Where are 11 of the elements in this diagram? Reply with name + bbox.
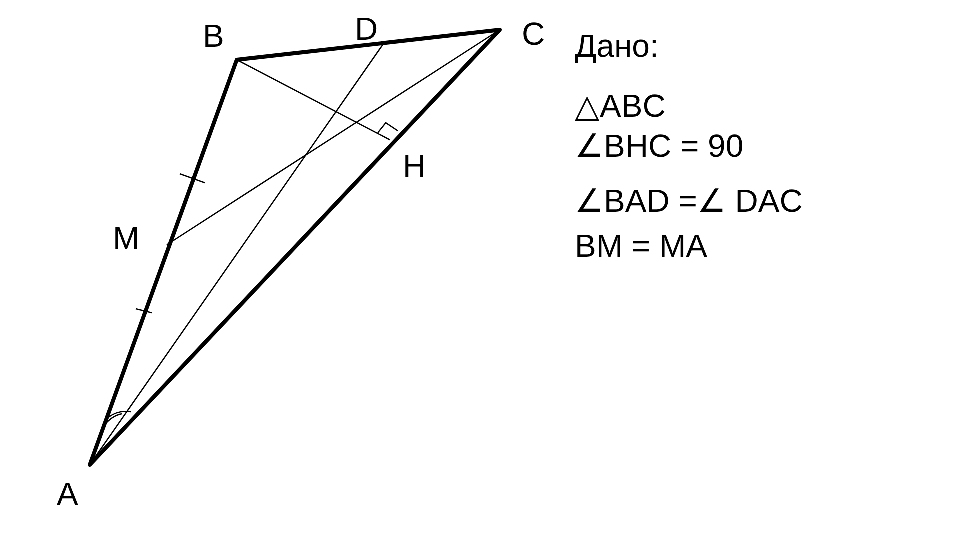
given-statement: ∠BHC = 90	[575, 130, 744, 162]
given-statement: △ABC	[575, 90, 666, 122]
point-label: B	[203, 20, 224, 52]
given-statement: BM = MA	[575, 230, 708, 262]
point-label: H	[403, 150, 426, 182]
point-label: M	[113, 222, 140, 254]
given-heading: Дано:	[575, 30, 659, 62]
point-label: C	[522, 18, 546, 50]
point-label: A	[57, 478, 78, 510]
point-label: D	[355, 13, 378, 45]
given-statement: ∠BAD =∠ DAC	[575, 185, 803, 217]
